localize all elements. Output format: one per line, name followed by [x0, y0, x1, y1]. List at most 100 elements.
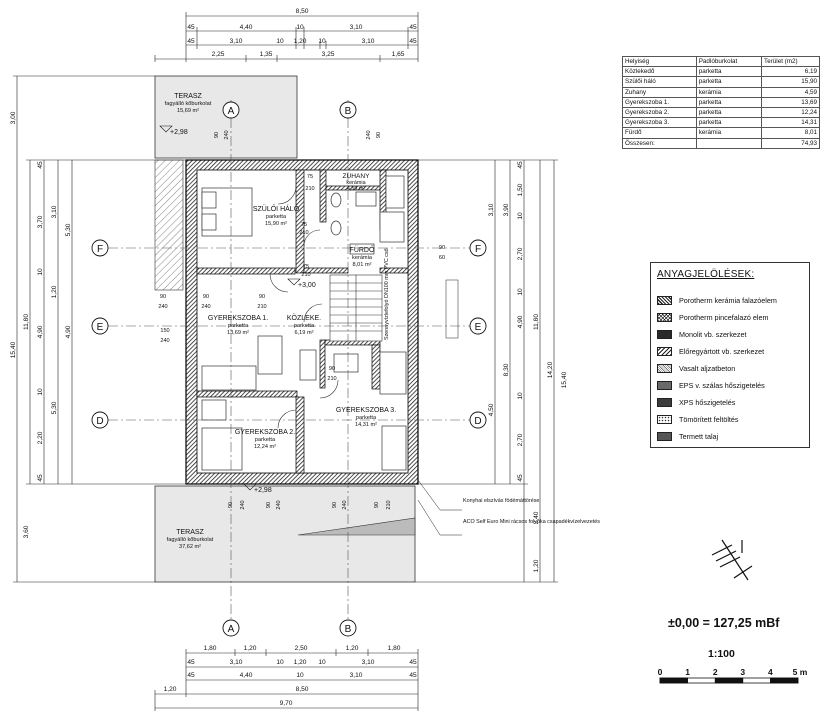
stair-case	[329, 274, 383, 342]
room-floor: parketta	[356, 415, 377, 421]
table-total-value: 74,93	[761, 137, 820, 149]
dim-bottom: 3,10	[362, 659, 375, 666]
dim-right: 2,40	[533, 511, 540, 524]
room-area: 14,31 m²	[355, 422, 377, 428]
dim-right: 45	[517, 161, 524, 169]
scale-tick: 2	[713, 667, 718, 677]
dim-bottom: 3,10	[230, 659, 243, 666]
annotation-drain: Szennyvízlefolyó DN100 mm PVC cső	[384, 248, 390, 340]
door-mark: 210	[301, 272, 310, 278]
table-cell: 4,59	[761, 86, 820, 98]
legend-label: Előregyártott vb. szerkezet	[679, 347, 765, 356]
room-floor: parketta	[266, 214, 287, 220]
table-header: Helyiség	[622, 55, 697, 68]
door-mark: 75	[301, 222, 307, 228]
room-area: 6,19 m²	[295, 330, 314, 336]
dim-top: 3,25	[322, 51, 335, 58]
legend-swatch	[657, 381, 672, 390]
table-header-row: Helyiség Padlóburkolat Terület (m2)	[622, 55, 820, 68]
dimension-lines-top	[154, 12, 419, 62]
room-name: TERASZ	[174, 93, 202, 100]
table-cell: Zuhany	[622, 86, 697, 98]
table-cell: Közlekedő	[622, 66, 697, 78]
dim-bottom: 45	[409, 659, 417, 666]
dim-right: 10	[517, 288, 524, 296]
table-row: Gyerekszoba 2. parketta 12,24	[622, 106, 820, 119]
dimension-lines-bottom	[154, 649, 419, 711]
door-mark: 75	[307, 174, 313, 180]
door-mark: 90	[439, 245, 445, 251]
table-cell: parketta	[695, 96, 763, 108]
door-mark: 90	[266, 502, 272, 508]
dim-top: 3,10	[350, 24, 363, 31]
dim-top: 1,20	[294, 38, 307, 45]
dimension-lines-left	[13, 75, 186, 583]
dim-bottom: 1,20	[164, 686, 177, 693]
room-name: ZUHANY	[342, 173, 370, 180]
terrace-bottom-step	[297, 517, 416, 536]
table-cell	[695, 137, 763, 149]
legend-item: XPS hőszigetelés	[657, 398, 735, 407]
dim-right: 1,50	[517, 183, 524, 196]
dim-bottom: 4,40	[240, 672, 253, 679]
door-mark: 90	[160, 294, 166, 300]
dim-top: 3,10	[230, 38, 243, 45]
axis-label-a-bottom: A	[228, 624, 235, 635]
legend-item: Termett talaj	[657, 432, 718, 441]
legend-label: Porotherm kerámia falazóelem	[679, 296, 777, 305]
dim-top: 45	[409, 38, 417, 45]
dim-bottom: 45	[187, 659, 195, 666]
legend-swatch	[657, 432, 672, 441]
room-floor: kerámia	[346, 180, 365, 186]
table-cell: Fürdő	[622, 127, 697, 139]
scale-bar	[659, 677, 799, 684]
legend-item: EPS v. szálas hőszigetelés	[657, 381, 765, 390]
dim-bottom: 45	[409, 672, 417, 679]
table-cell: parketta	[695, 66, 763, 78]
north-arrow-icon	[711, 539, 753, 581]
dim-left-mid: 11,80	[23, 314, 30, 330]
axis-label-b-bottom: B	[345, 624, 352, 635]
dim-top: 10	[296, 24, 304, 31]
table-cell: Gyerekszoba 1.	[622, 96, 697, 108]
terrace-edge-left	[154, 159, 184, 291]
door-mark: 90	[376, 132, 382, 138]
dim-top-overall: 8,50	[296, 8, 309, 15]
door-swings	[269, 185, 339, 429]
room-name: KÖZLEKE.	[287, 314, 321, 322]
furniture	[201, 175, 407, 471]
dim-left: 4,90	[37, 325, 44, 338]
level-mark: +2,98	[254, 487, 272, 494]
dim-bottom: 1,80	[204, 645, 217, 652]
room-area: 13,69 m²	[227, 330, 249, 336]
level-mark: +2,98	[170, 129, 188, 136]
door-mark: 240	[224, 130, 230, 139]
room-area: 12,24 m²	[254, 444, 276, 450]
annotation-kitchen-vent: Konyhai elszívás födémáttörése	[463, 498, 539, 504]
dim-top: 45	[187, 24, 195, 31]
room-floor: kerámia	[352, 255, 373, 261]
room-area: 15,69 m²	[177, 108, 199, 114]
room-name: GYEREKSZOBA 1.	[208, 315, 268, 322]
room-area: 4,59 m²	[347, 186, 365, 192]
dimension-lines-right	[415, 159, 558, 583]
table-cell: parketta	[695, 106, 763, 119]
table-total-row: Összesen: 74,93	[622, 137, 820, 149]
room-area-table: Helyiség Padlóburkolat Terület (m2) Közl…	[622, 55, 820, 149]
door-mark: 240	[366, 130, 372, 139]
door-mark: 90	[203, 294, 209, 300]
scale-tick: 1	[685, 667, 690, 677]
table-cell: 15,90	[761, 76, 820, 88]
dim-top: 1,65	[392, 51, 405, 58]
room-floor: fagyálló kőburkolat	[165, 101, 212, 107]
table-row: Szülői háló parketta 15,90	[622, 76, 820, 88]
legend-label: Termett talaj	[679, 432, 719, 441]
table-cell: 8,01	[761, 127, 820, 139]
dim-left: 3,70	[37, 215, 44, 228]
annotation-aco: ACO Self Euro Mini rácsos folyóka csapad…	[463, 519, 600, 525]
dim-bottom: 8,50	[296, 686, 309, 693]
elevation-reference: ±0,00 = 127,25 mBf	[668, 616, 780, 630]
dim-left-terrace-top: 3,00	[10, 111, 17, 124]
axis-label-d-left: D	[96, 416, 103, 427]
